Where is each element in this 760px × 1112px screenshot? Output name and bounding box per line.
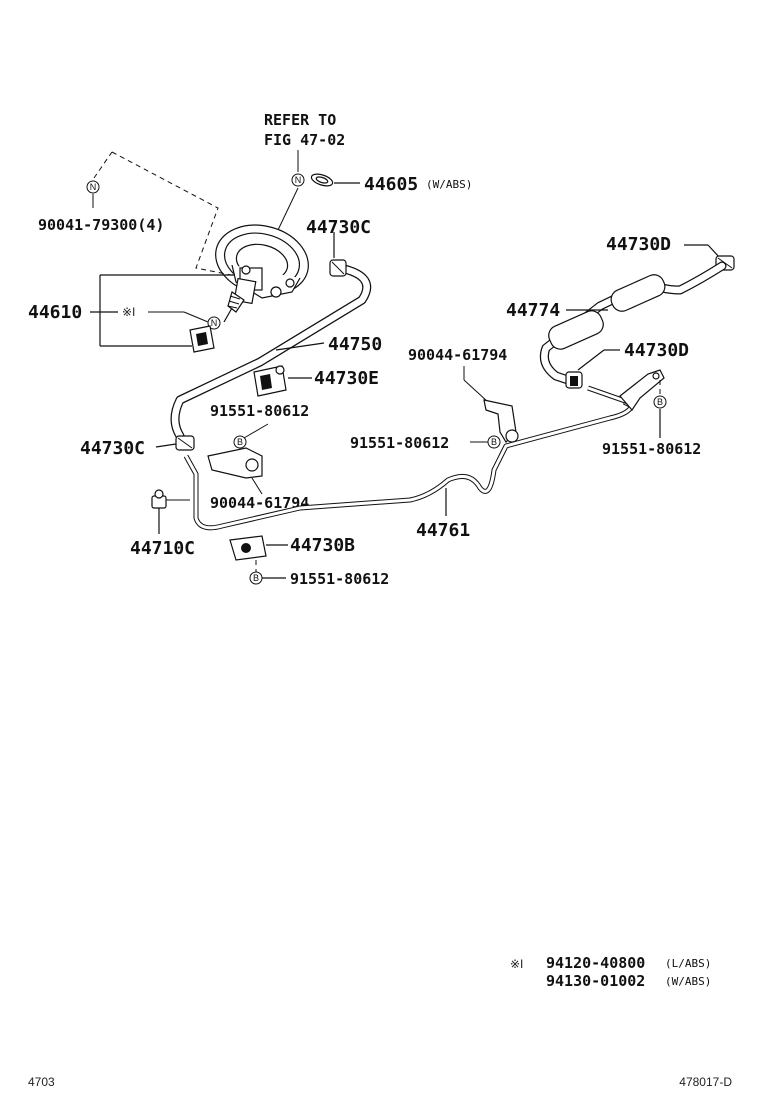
refer-to-line1: REFER TO	[264, 111, 336, 129]
legend-row2-note: (W/ABS)	[665, 975, 711, 988]
label-44605-note: (W/ABS)	[426, 178, 472, 191]
bracket-90044-left	[207, 447, 263, 479]
brake-booster	[215, 224, 309, 323]
clip-44730c-left	[175, 435, 195, 451]
bolt-dash-leader	[93, 151, 113, 179]
svg-text:N: N	[90, 182, 97, 192]
svg-text:B: B	[491, 437, 497, 447]
svg-text:B: B	[657, 397, 663, 407]
label-91551-b: 91551-80612	[350, 434, 449, 452]
legend-row1-note: (L/ABS)	[665, 957, 711, 970]
label-44730d-mid: 44730D	[624, 340, 689, 361]
label-44730c-top: 44730C	[306, 217, 371, 238]
legend-mark: ※I	[510, 957, 523, 971]
b-symbol-a: B	[233, 435, 247, 449]
svg-text:B: B	[237, 437, 243, 447]
label-44730b: 44730B	[290, 535, 355, 556]
label-90041-79300: 90041-79300(4)	[38, 216, 164, 234]
label-44730d-top: 44730D	[606, 234, 671, 255]
leader-44730d-mid	[577, 349, 605, 371]
label-44710c: 44710C	[130, 538, 195, 559]
ref-mark-44610: ※I	[122, 305, 135, 319]
b-symbol-c: B	[653, 395, 667, 409]
hose-44774	[539, 261, 727, 387]
b-symbol-b: B	[487, 435, 501, 449]
footer-figure-id: 478017-D	[679, 1075, 732, 1089]
label-91551-d: 91551-80612	[290, 570, 389, 588]
bracket-90044-right	[483, 399, 519, 443]
pipe-44761	[183, 399, 635, 531]
hose-44750	[170, 263, 372, 441]
clip-44730d-mid	[565, 371, 583, 389]
n-symbol-44610: N	[207, 316, 221, 330]
label-90044-right: 90044-61794	[408, 346, 507, 364]
label-91551-a: 91551-80612	[210, 402, 309, 420]
svg-text:N: N	[211, 318, 218, 328]
label-91551-c: 91551-80612	[602, 440, 701, 458]
clamp-44730b	[229, 535, 267, 561]
label-44761: 44761	[416, 520, 470, 541]
refer-to-line2: FIG 47-02	[264, 131, 345, 149]
label-44730c-left: 44730C	[80, 438, 145, 459]
label-44730e: 44730E	[314, 368, 379, 389]
label-44605: 44605	[364, 174, 418, 195]
n-symbol-refer: N	[291, 173, 305, 187]
leader-44730c-left	[155, 443, 177, 448]
legend-row2-part: 94130-01002	[546, 972, 645, 990]
tube-connector-right	[587, 369, 665, 411]
n-symbol-bolt: N	[86, 180, 100, 194]
label-44750: 44750	[328, 334, 382, 355]
svg-text:N: N	[295, 175, 302, 185]
clip-44730c-top	[329, 259, 347, 277]
b-symbol-d: B	[249, 571, 263, 585]
clamp-44730e	[253, 365, 287, 397]
valve-44710c	[151, 489, 167, 509]
legend-row1-part: 94120-40800	[546, 954, 645, 972]
grommet-44610	[189, 325, 215, 353]
label-90044-left: 90044-61794	[210, 494, 309, 512]
leader-44750	[275, 342, 325, 351]
label-44774: 44774	[506, 300, 560, 321]
refer-to-booster-leader	[277, 187, 299, 231]
svg-text:B: B	[253, 573, 259, 583]
label-44610: 44610	[28, 302, 82, 323]
footer-page-code: 4703	[28, 1075, 55, 1089]
